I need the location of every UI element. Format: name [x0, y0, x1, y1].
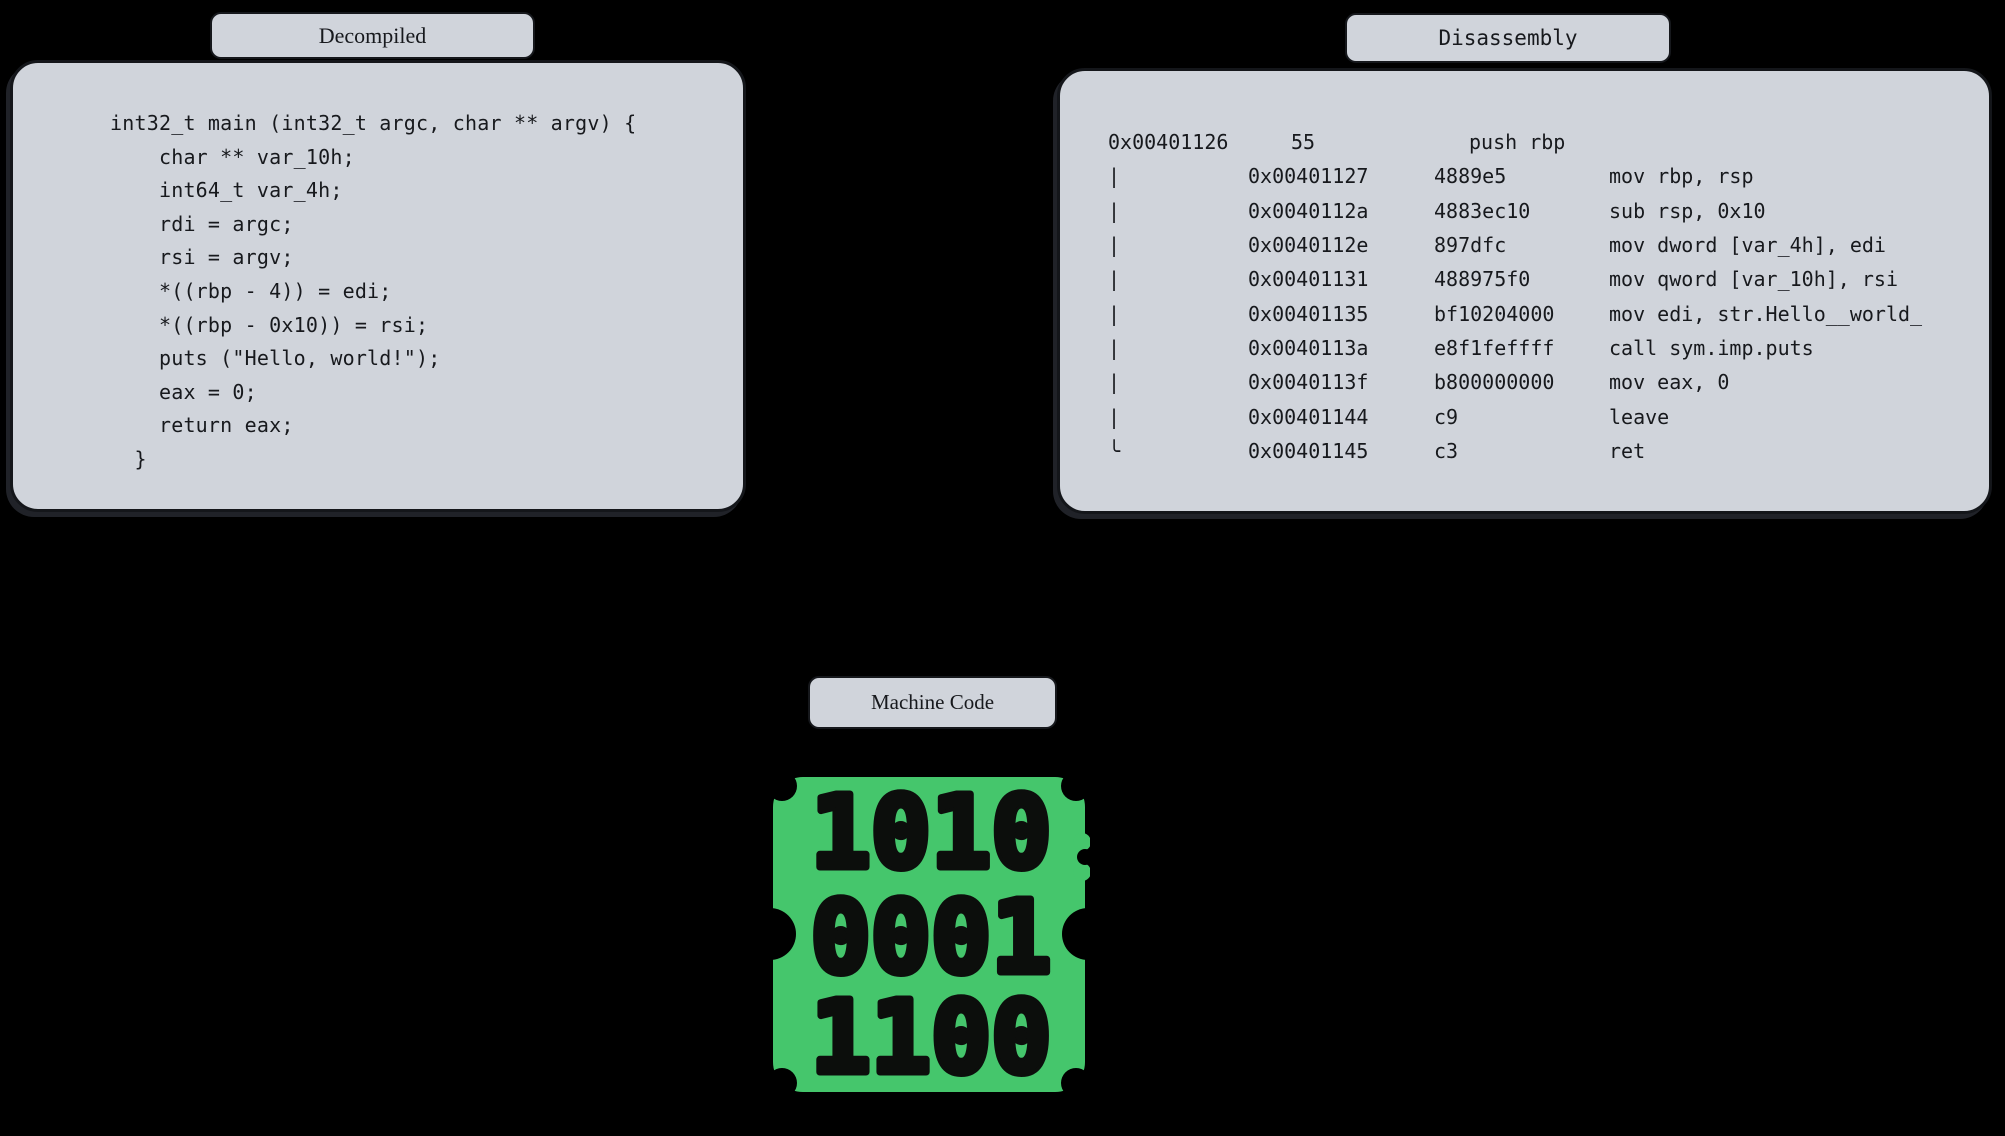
- code-line: *((rbp - 0x10)) = rsi;: [110, 312, 429, 337]
- code-line: puts ("Hello, world!");: [110, 346, 441, 371]
- instruction-address: 0x00401127: [1248, 164, 1369, 189]
- decompiled-panel: int32_t main (int32_t argc, char ** argv…: [10, 60, 746, 512]
- code-line: rdi = argc;: [110, 211, 294, 236]
- code-line: char ** var_10h;: [110, 144, 355, 169]
- disassembly-row: | 0x0040113f b800000000 mov eax, 0: [1108, 365, 1979, 399]
- code-line: return eax;: [110, 413, 294, 438]
- instruction-text: leave: [1609, 404, 1670, 429]
- binary-code-icon: 1010 0001 1100: [768, 772, 1090, 1097]
- instruction-address: 0x0040112e: [1248, 233, 1369, 258]
- flow-bar: |: [1108, 198, 1121, 223]
- disassembly-row: | 0x00401144 c9 leave: [1108, 399, 1979, 433]
- decompiled-tab-label: Decompiled: [318, 22, 427, 48]
- flow-bar: |: [1108, 335, 1121, 360]
- instruction-text: push rbp: [1469, 130, 1566, 155]
- disassembly-row: | 0x0040112e 897dfc mov dword [var_4h], …: [1108, 228, 1979, 262]
- instruction-address: 0x0040113a: [1248, 335, 1369, 360]
- flow-corner: ╰: [1108, 438, 1121, 463]
- instruction-bytes: 488975f0: [1434, 267, 1531, 292]
- instruction-text: mov qword [var_10h], rsi: [1609, 267, 1898, 292]
- instruction-address: 0x00401135: [1248, 301, 1369, 326]
- code-line: *((rbp - 4)) = edi;: [110, 278, 392, 303]
- instruction-address: 0x00401131: [1248, 267, 1369, 292]
- binary-row: 0001: [811, 879, 1052, 996]
- instruction-address: 0x00401144: [1248, 404, 1369, 429]
- instruction-bytes: c9: [1434, 404, 1459, 429]
- flow-bar: |: [1108, 404, 1121, 429]
- disassembly-panel: 0x00401126 55 push rbp | 0x00401127 4889…: [1057, 68, 1992, 514]
- disassembly-row: | 0x0040113a e8f1feffff call sym.imp.put…: [1108, 331, 1979, 365]
- disassembly-row: 0x00401126 55 push rbp: [1108, 125, 1979, 159]
- instruction-text: mov rbp, rsp: [1609, 164, 1754, 189]
- instruction-bytes: b800000000: [1434, 370, 1555, 395]
- machine-code-tab-label: Machine Code: [870, 690, 995, 714]
- flow-bar: |: [1108, 267, 1121, 292]
- instruction-address: 0x0040113f: [1248, 370, 1369, 395]
- disassembly-row: | 0x00401131 488975f0 mov qword [var_10h…: [1108, 262, 1979, 296]
- code-line: rsi = argv;: [110, 245, 294, 270]
- instruction-bytes: 897dfc: [1434, 233, 1507, 258]
- flow-bar: |: [1108, 233, 1121, 258]
- code-line: int32_t main (int32_t argc, char ** argv…: [110, 111, 637, 135]
- binary-row: 1010: [811, 774, 1052, 891]
- decompiled-tab: Decompiled: [210, 12, 535, 59]
- instruction-bytes: 55: [1291, 130, 1316, 155]
- instruction-bytes: e8f1feffff: [1434, 335, 1555, 360]
- machine-code-tab: Machine Code: [808, 676, 1057, 729]
- instruction-address: 0x0040112a: [1248, 198, 1369, 223]
- instruction-bytes: 4889e5: [1434, 164, 1507, 189]
- instruction-text: mov edi, str.Hello__world_: [1609, 301, 1923, 326]
- disassembly-row: | 0x00401127 4889e5 mov rbp, rsp: [1108, 159, 1979, 193]
- instruction-text: sub rsp, 0x10: [1609, 198, 1766, 223]
- flow-bar: |: [1108, 370, 1121, 395]
- code-line: }: [110, 446, 147, 471]
- disassembly-tab: Disassembly: [1345, 13, 1671, 63]
- instruction-address: 0x00401145: [1248, 438, 1369, 463]
- instruction-address: 0x00401126: [1108, 130, 1229, 155]
- instruction-bytes: bf10204000: [1434, 301, 1555, 326]
- code-line: eax = 0;: [110, 379, 257, 404]
- instruction-text: ret: [1609, 438, 1646, 463]
- disassembly-row: | 0x0040112a 4883ec10 sub rsp, 0x10: [1108, 194, 1979, 228]
- instruction-text: mov dword [var_4h], edi: [1609, 233, 1886, 258]
- instruction-text: mov eax, 0: [1609, 370, 1730, 395]
- binary-row: 1100: [811, 979, 1052, 1096]
- disassembly-row: ╰ 0x00401145 c3 ret: [1108, 434, 1979, 468]
- code-line: int64_t var_4h;: [110, 178, 343, 203]
- instruction-bytes: c3: [1434, 438, 1459, 463]
- flow-bar: |: [1108, 164, 1121, 189]
- flow-bar: |: [1108, 301, 1121, 326]
- instruction-text: call sym.imp.puts: [1609, 335, 1814, 360]
- instruction-bytes: 4883ec10: [1434, 198, 1531, 223]
- disassembly-tab-label: Disassembly: [1438, 26, 1578, 50]
- disassembly-row: | 0x00401135 bf10204000 mov edi, str.Hel…: [1108, 296, 1979, 330]
